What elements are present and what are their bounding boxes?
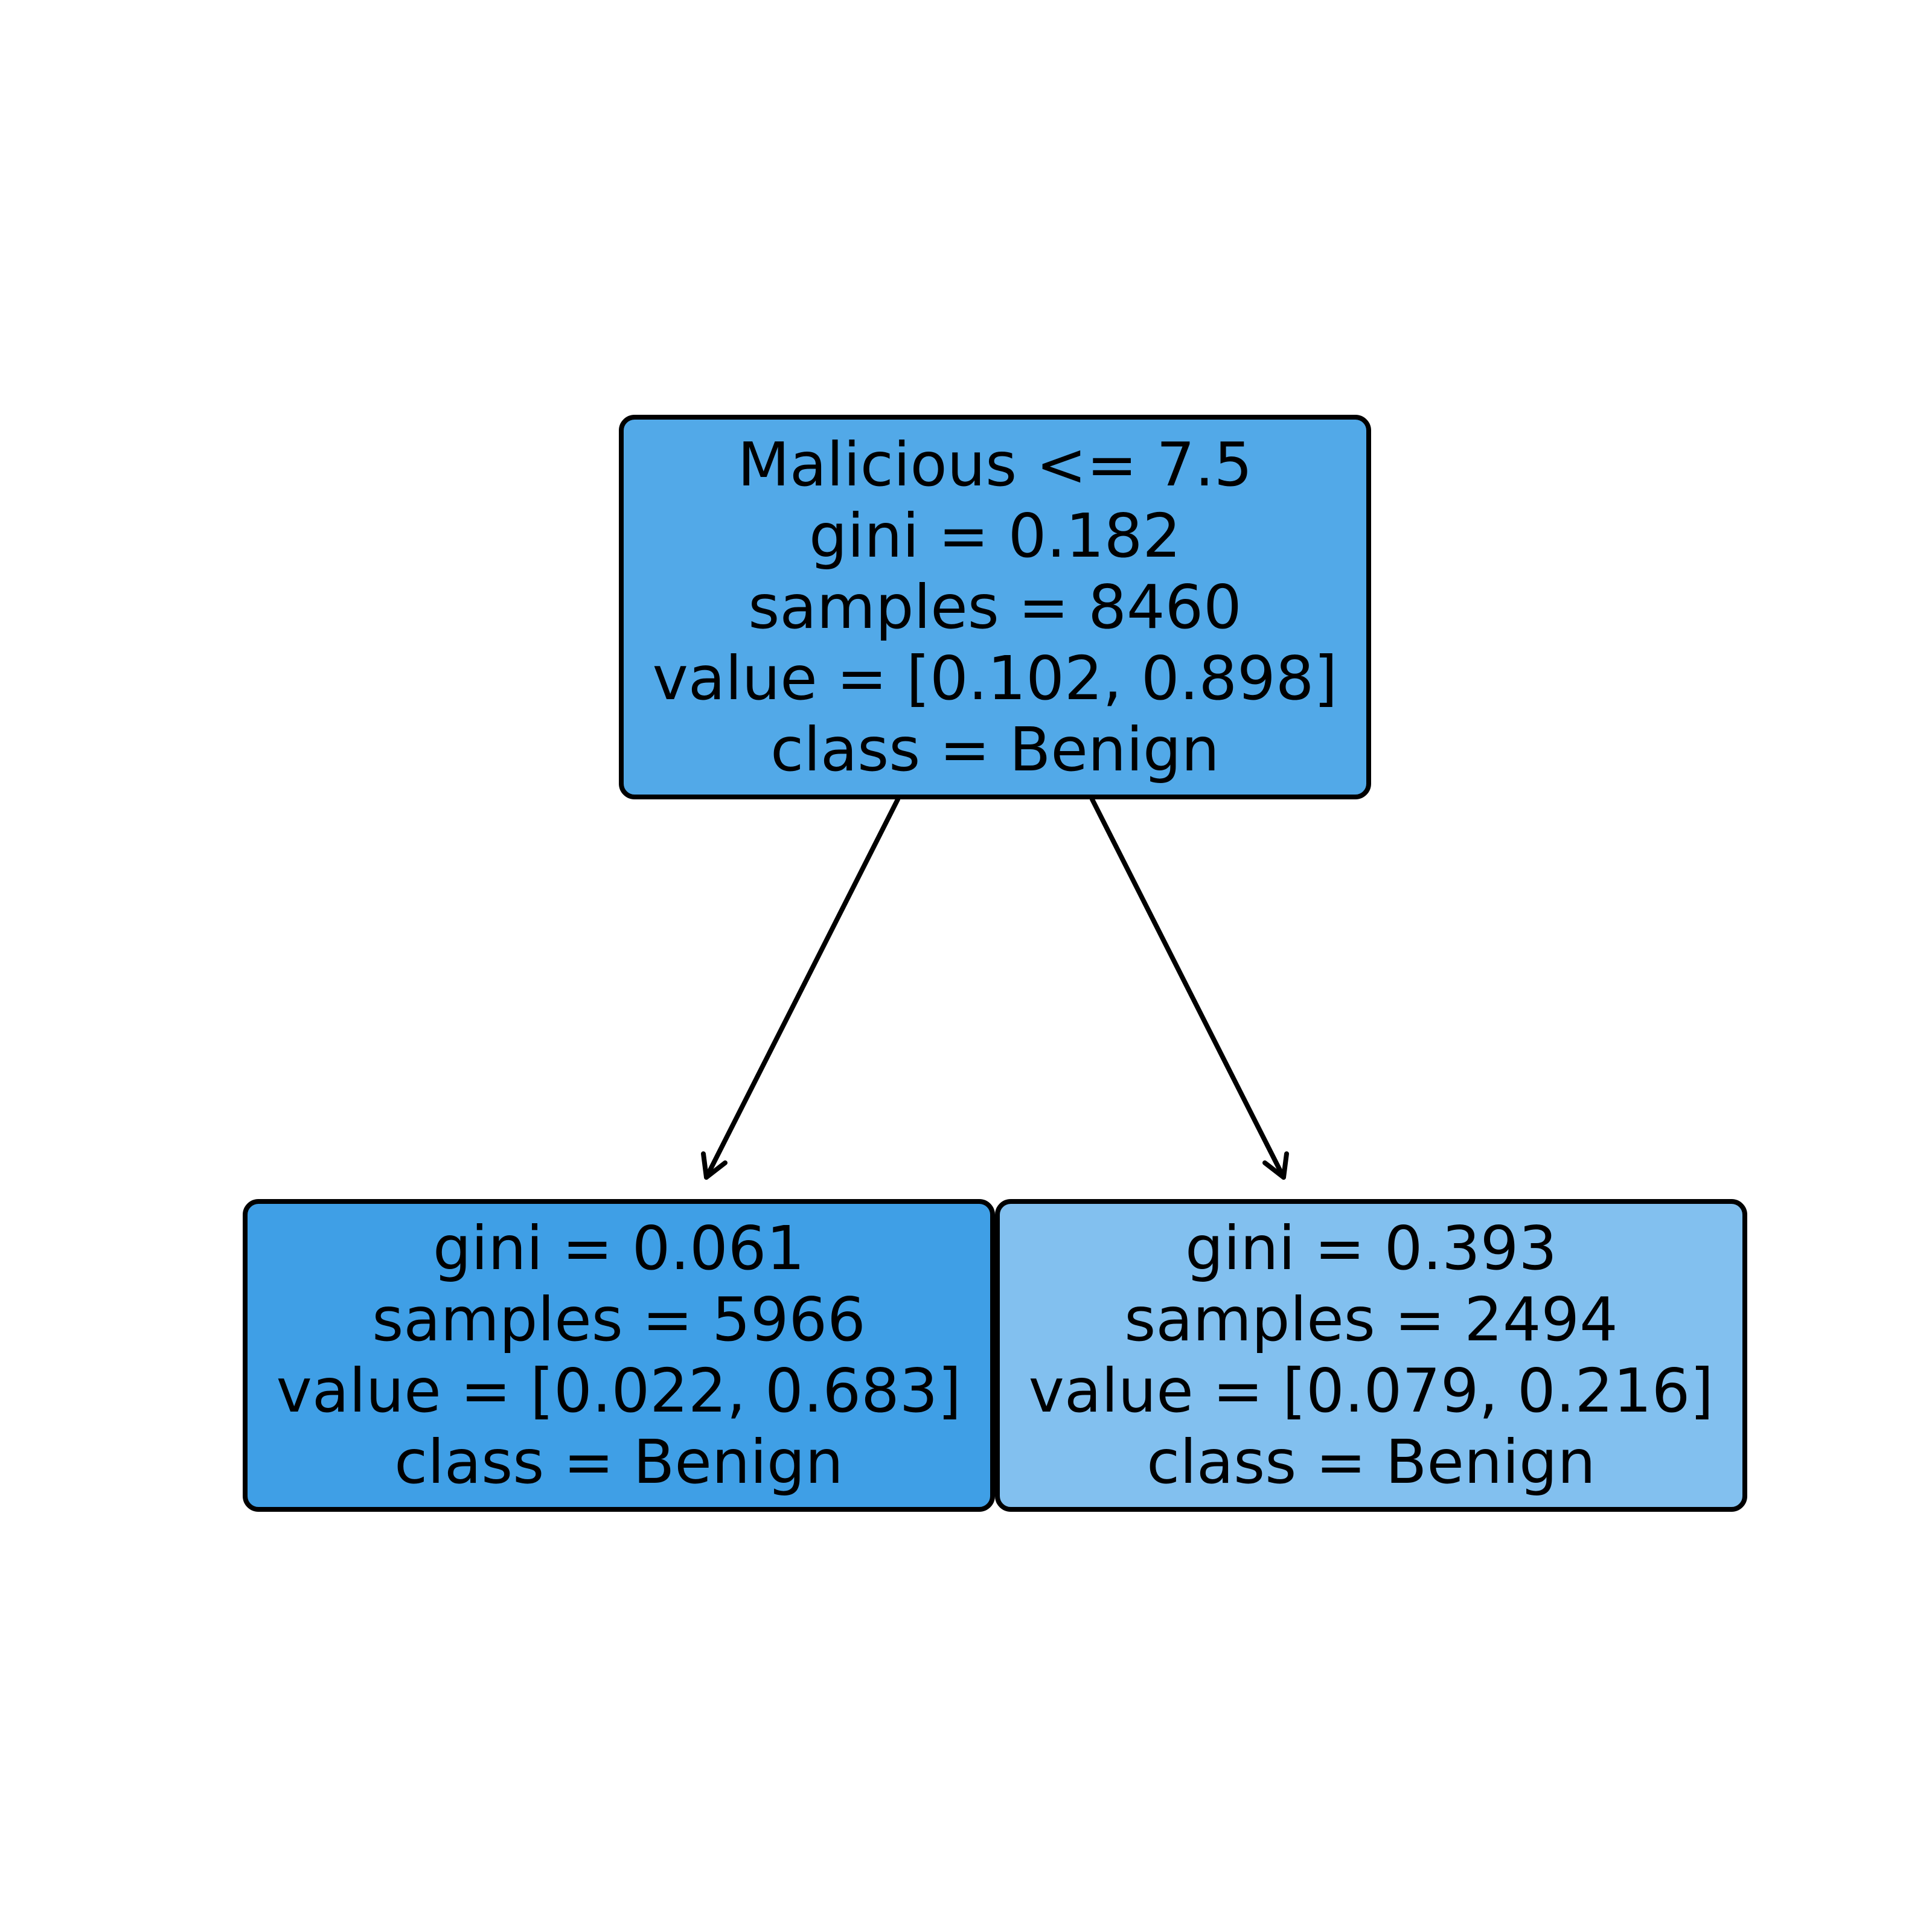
arrowhead-left <box>701 1151 728 1180</box>
node-value: value = [0.022, 0.683] <box>276 1355 962 1426</box>
edge-root-to-left <box>704 797 900 1180</box>
node-gini: gini = 0.393 <box>1185 1213 1558 1284</box>
edge-root-to-right <box>1090 797 1286 1180</box>
node-class: class = Benign <box>1147 1427 1596 1497</box>
node-value: value = [0.079, 0.216] <box>1028 1355 1714 1426</box>
node-samples: samples = 2494 <box>1124 1284 1618 1355</box>
arrowhead-right <box>1262 1151 1289 1180</box>
node-split-condition: Malicious <= 7.5 <box>737 429 1253 500</box>
node-class: class = Benign <box>770 714 1220 785</box>
node-gini: gini = 0.061 <box>432 1213 805 1284</box>
node-gini: gini = 0.182 <box>808 500 1182 571</box>
node-value: value = [0.102, 0.898] <box>652 642 1338 714</box>
node-class: class = Benign <box>394 1427 843 1497</box>
tree-node-right-leaf: gini = 0.393 samples = 2494 value = [0.0… <box>995 1199 1747 1512</box>
node-samples: samples = 5966 <box>372 1284 866 1355</box>
tree-node-root: Malicious <= 7.5 gini = 0.182 samples = … <box>619 415 1371 799</box>
node-samples: samples = 8460 <box>748 571 1242 642</box>
tree-node-left-leaf: gini = 0.061 samples = 5966 value = [0.0… <box>243 1199 995 1512</box>
